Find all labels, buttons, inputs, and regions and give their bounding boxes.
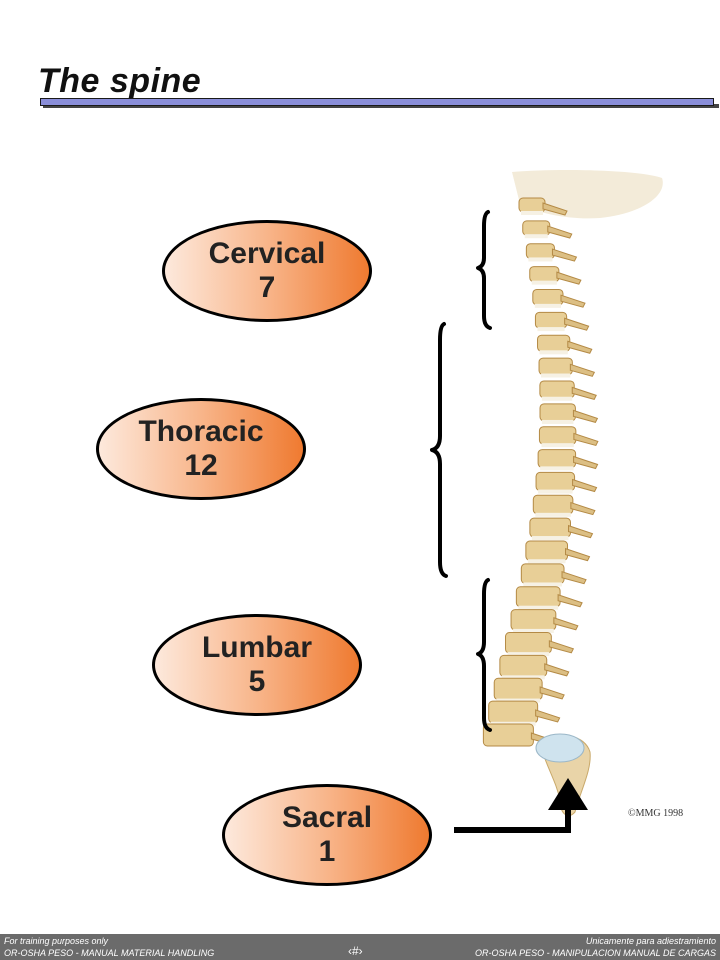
vertebra-process — [573, 432, 599, 447]
footer-right-line1: Unicamente para adiestramiento — [585, 936, 716, 946]
vertebra-process — [551, 248, 578, 262]
region-count: 1 — [318, 835, 336, 868]
cervical-oval: Cervical 7 — [162, 220, 372, 322]
disc-shape — [518, 605, 559, 610]
disc-shape — [538, 489, 573, 494]
disc-shape — [496, 698, 541, 703]
vertebra-process — [560, 294, 586, 308]
vertebra-shape — [482, 723, 534, 747]
disc-shape — [540, 466, 574, 471]
footer-left-line1: For training purposes only — [4, 936, 109, 946]
vertebra-shape — [538, 426, 577, 445]
vertebra-shape — [499, 654, 548, 677]
vertebra-shape — [525, 540, 569, 561]
vertebra-process — [539, 686, 565, 700]
page-title: The spine — [38, 62, 202, 100]
region-name: Cervical — [208, 237, 326, 270]
disc-shape — [534, 303, 561, 308]
vertebra-process — [567, 524, 594, 539]
sacral-oval: Sacral 1 — [222, 784, 432, 886]
disc-shape — [523, 582, 563, 587]
vertebra-shape — [510, 609, 557, 631]
disc-shape — [531, 536, 569, 541]
footer-left-line2: OR-OSHA PESO - MANUAL MATERIAL HANDLING — [4, 948, 215, 958]
vertebra-shape — [537, 449, 577, 468]
thoracic-bracket — [430, 322, 448, 578]
vertebra-process — [572, 409, 599, 423]
vertebra-shape — [532, 494, 574, 515]
cervical-bracket — [476, 210, 492, 330]
vertebra-process — [569, 363, 596, 377]
disc-shape — [541, 373, 571, 378]
vertebra-process — [570, 501, 596, 516]
vertebra-shape — [522, 220, 551, 236]
disc-shape — [542, 419, 574, 424]
title-rule-shadow — [43, 104, 719, 108]
disc-shape — [524, 234, 548, 239]
vertebra-process — [542, 202, 568, 216]
disc-shape — [527, 559, 566, 564]
vertebra-shape — [493, 677, 543, 701]
vertebra-process — [571, 386, 597, 400]
vertebra-shape — [488, 700, 539, 724]
footer-right-line2: OR-OSHA PESO - MANIPULACION MANUAL DE CA… — [474, 948, 716, 958]
region-count: 12 — [184, 449, 218, 482]
vertebra-process — [561, 571, 587, 585]
vertebra-process — [553, 617, 579, 631]
copyright-text: ©MMG 1998 — [628, 808, 684, 819]
disc-shape — [507, 652, 550, 657]
region-count: 7 — [258, 271, 276, 304]
footer-bar: For training purposes only OR-OSHA PESO … — [0, 934, 720, 960]
region-name: Sacral — [281, 801, 373, 834]
disc-shape — [501, 675, 545, 680]
disc-shape — [537, 327, 565, 332]
lumbar-bracket — [476, 578, 492, 732]
vertebra-shape — [505, 632, 552, 654]
vertebra-shape — [529, 517, 571, 538]
disc-shape — [531, 280, 557, 285]
vertebra-process — [573, 455, 599, 470]
vertebra-shape — [515, 586, 561, 608]
vertebra-process — [564, 317, 590, 331]
vertebra-shape — [534, 311, 568, 329]
vertebra-process — [544, 663, 570, 677]
vertebra-process — [567, 340, 593, 354]
vertebra-process — [535, 709, 561, 723]
disc-shape — [541, 396, 573, 401]
vertebra-shape — [538, 357, 573, 376]
sacral-arrow — [454, 778, 588, 833]
vertebra-process — [548, 640, 575, 654]
vertebra-shape — [518, 197, 546, 213]
disc-shape — [521, 211, 543, 215]
vertebra-shape — [535, 471, 576, 492]
vertebra-shape — [532, 288, 564, 306]
vertebra-process — [572, 478, 598, 493]
vertebra-process — [547, 225, 573, 239]
disc-shape — [539, 350, 568, 355]
disc-shape — [528, 257, 553, 262]
vertebra-shape — [529, 266, 560, 283]
region-count: 5 — [248, 665, 266, 698]
title-rule — [40, 98, 714, 106]
lumbar-oval: Lumbar 5 — [152, 614, 362, 716]
vertebra-shape — [537, 334, 571, 352]
region-name: Thoracic — [138, 415, 264, 448]
region-name: Lumbar — [201, 631, 312, 664]
vertebra-process — [556, 271, 582, 285]
thoracic-oval: Thoracic 12 — [96, 398, 306, 500]
vertebra-shape — [525, 243, 555, 259]
vertebra-shape — [539, 380, 575, 399]
vertebra-process — [557, 594, 583, 608]
page-number: ‹#› — [348, 944, 363, 958]
disc-shape — [535, 512, 571, 517]
vertebra-shape — [520, 563, 565, 584]
disc-shape — [513, 628, 554, 633]
vertebra-process — [565, 547, 591, 562]
vertebra-shape — [539, 403, 576, 422]
disc-shape — [541, 443, 574, 448]
